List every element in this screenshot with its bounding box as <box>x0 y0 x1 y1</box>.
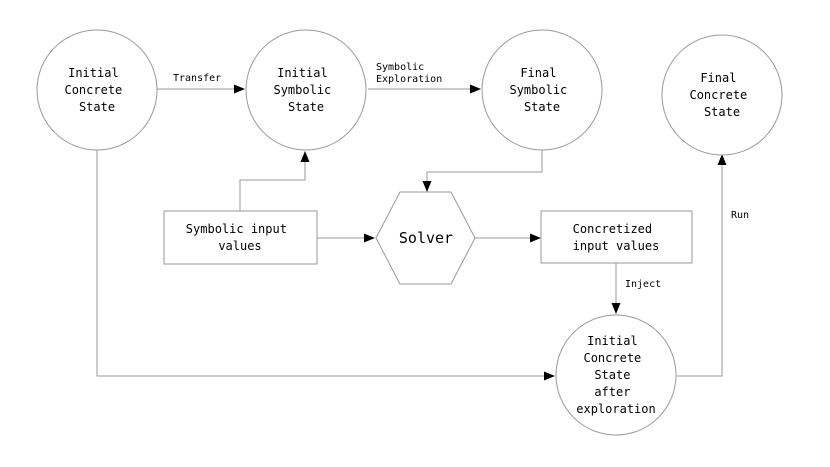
node-symbolic-input-values <box>163 210 318 265</box>
arrowhead-final-symbolic-to-solver <box>422 181 432 192</box>
arrowhead-solver-to-concretized <box>530 233 541 243</box>
label-concretized-input-values: Concretized input values <box>573 222 660 253</box>
arrowhead-inputs-to-solver <box>364 233 375 243</box>
node-initial-concrete-state <box>36 29 158 151</box>
arrowhead-run <box>717 154 727 165</box>
edge-label-symbolic-exploration: Symbolic Exploration <box>376 62 442 85</box>
edge-label-run: Run <box>731 210 749 221</box>
node-initial-concrete-state-after-exploration <box>555 314 677 436</box>
edge-label-inject: Inject <box>625 279 661 290</box>
arrowhead-transfer <box>234 84 245 94</box>
edge-initial-concrete-to-after-exploration <box>96 149 546 377</box>
arrowhead-inputs-to-initial-symbolic <box>300 151 310 162</box>
node-final-concrete-state <box>661 34 783 156</box>
label-final-symbolic-state: Final Symbolic State <box>509 66 574 114</box>
arrowhead-initial-concrete-to-after-exploration <box>544 371 555 381</box>
label-symbolic-input-values: Symbolic input values <box>186 222 294 253</box>
label-final-concrete-state: Final Concrete State <box>689 71 754 119</box>
node-concretized-input-values <box>540 210 693 264</box>
label-initial-concrete-state-after-exploration: Initial Concrete State after exploration <box>576 334 655 416</box>
node-final-symbolic-state <box>481 29 603 151</box>
node-initial-symbolic-state <box>245 29 367 151</box>
label-initial-symbolic-state: Initial Symbolic State <box>273 66 338 114</box>
label-initial-concrete-state: Initial Concrete State <box>64 66 129 114</box>
edge-run <box>677 163 723 377</box>
arrowhead-inject <box>611 303 621 314</box>
edge-inputs-to-initial-symbolic <box>239 160 306 211</box>
edge-label-transfer: Transfer <box>173 73 221 84</box>
label-solver: Solver <box>399 229 453 247</box>
edge-final-symbolic-to-solver <box>426 149 543 183</box>
node-solver <box>375 191 476 285</box>
arrowhead-symbolic-exploration <box>470 84 481 94</box>
